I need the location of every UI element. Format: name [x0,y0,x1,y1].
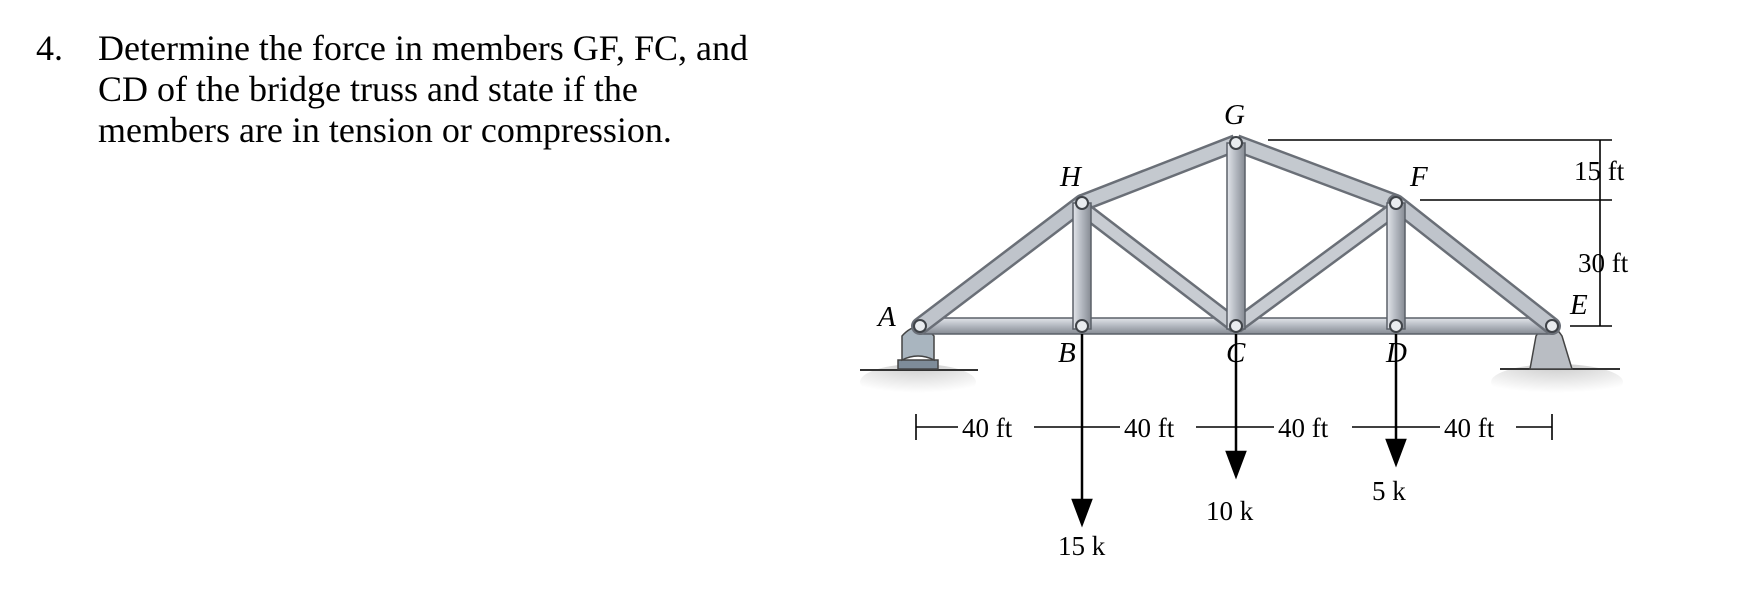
pin-F [1389,196,1403,210]
load-label-D: 5 k [1372,476,1406,506]
dim-label-span-3: 40 ft [1278,413,1329,443]
node-label-F: F [1409,161,1428,193]
ground-right [1491,364,1623,400]
pin-G [1229,136,1243,150]
truss-members [911,134,1561,335]
member-FE [1389,196,1559,333]
load-arrow-C-head [1225,450,1247,480]
problem-line-3: members are in tension or compression. [98,110,672,150]
pin-D [1389,319,1403,333]
pin-H [1075,196,1089,210]
load-arrows [1071,334,1407,528]
load-arrow-B-head [1071,498,1093,528]
dim-label-span-4: 40 ft [1444,413,1495,443]
node-label-B: B [1058,337,1076,369]
problem-line-1: Determine the force in members GF, FC, a… [98,28,748,68]
support-A [860,326,978,400]
dim-label-rise-side: 30 ft [1578,248,1629,278]
load-label-C: 10 k [1206,496,1254,526]
problem-number: 4. [36,28,63,68]
member-GC [1226,142,1246,330]
member-AH [913,196,1089,333]
pin-E [1545,319,1559,333]
member-HB [1072,202,1092,330]
problem-text: Determine the force in members GF, FC, a… [98,28,798,151]
vertical-dimensions [1268,139,1612,327]
node-label-E: E [1569,289,1588,321]
pin-C [1229,319,1243,333]
member-FD [1386,202,1406,330]
member-HG [1079,136,1239,210]
dim-label-rise-top: 15 ft [1574,156,1625,186]
node-label-A: A [876,301,896,333]
roller-base [897,359,939,370]
dim-label-span-1: 40 ft [962,413,1013,443]
problem-line-2: CD of the bridge truss and state if the [98,69,638,109]
support-E [1491,325,1623,400]
node-label-G: G [1224,99,1245,131]
truss-pins [913,136,1559,333]
load-label-B: 15 k [1058,531,1106,561]
pin-A [913,319,927,333]
member-CF [1232,203,1400,331]
pin-B [1075,319,1089,333]
dim-label-span-2: 40 ft [1124,413,1175,443]
member-HC [1078,203,1240,331]
node-label-H: H [1059,161,1083,193]
load-arrow-D-head [1385,438,1407,468]
pin-support-A [901,326,935,362]
ground-left [860,364,976,400]
member-GF [1233,136,1399,210]
